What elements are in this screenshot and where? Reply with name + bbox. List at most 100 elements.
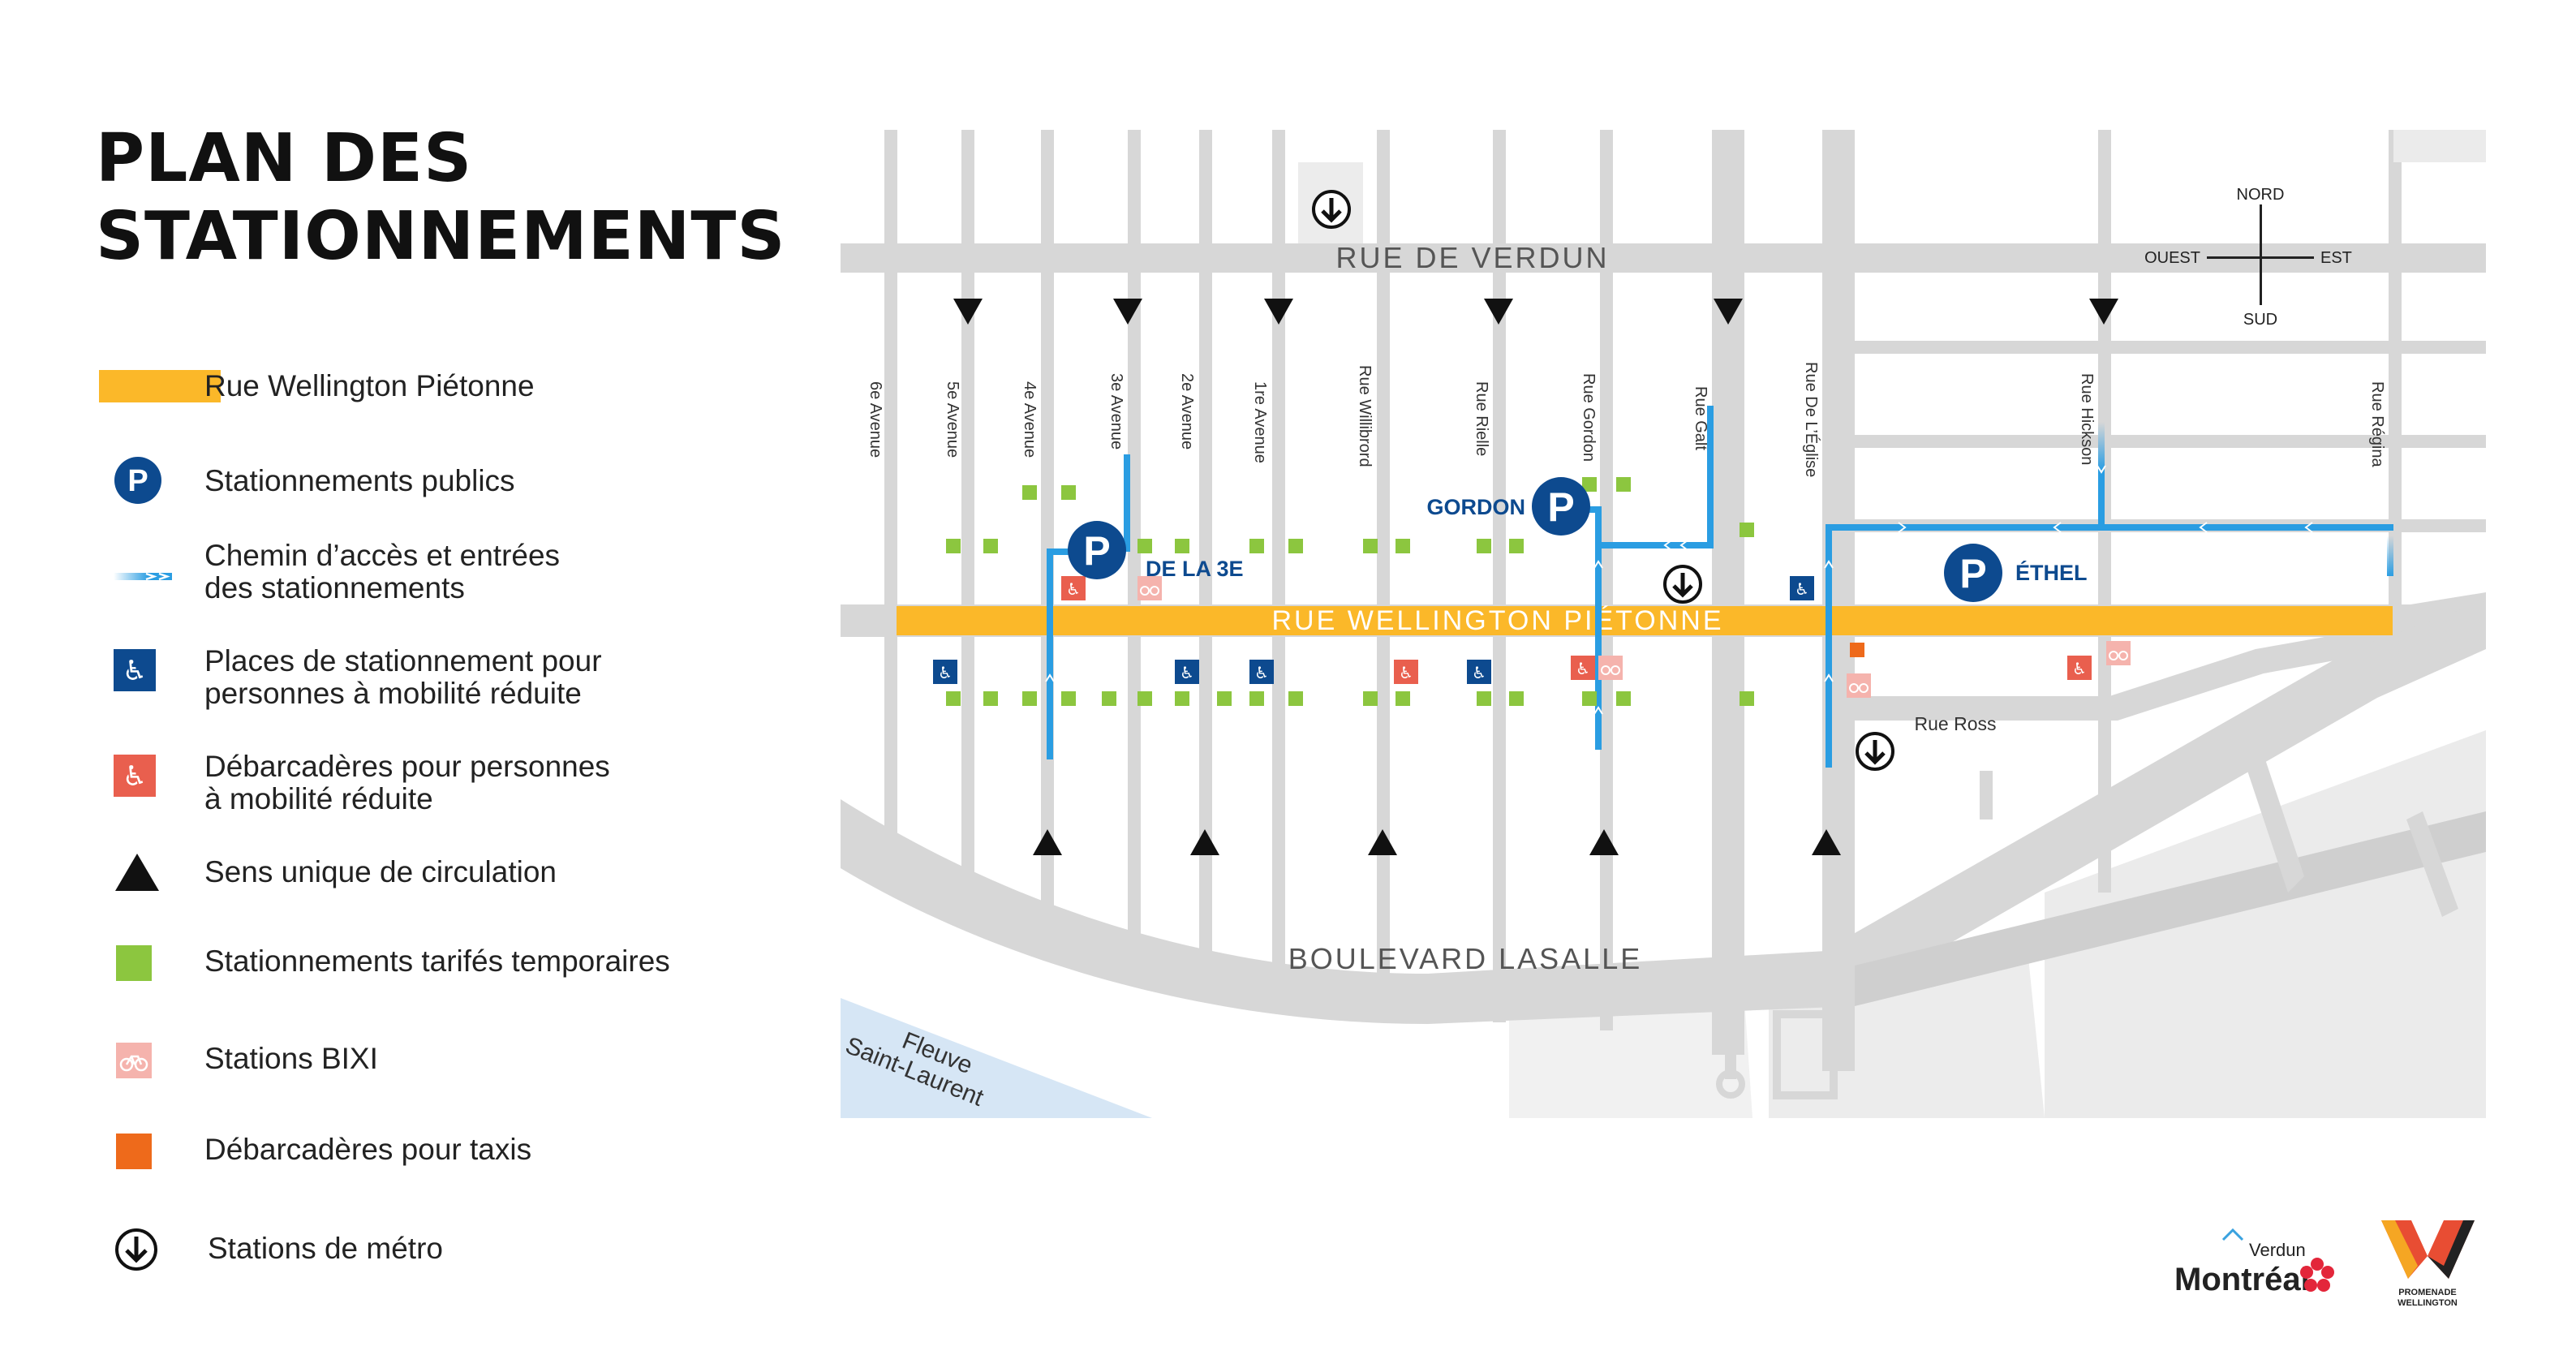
label-rue-galt: Rue Galt bbox=[1692, 386, 1709, 450]
label-rue-gordon: Rue Gordon bbox=[1580, 373, 1598, 462]
svg-text:P: P bbox=[1083, 528, 1110, 574]
one-way-arrow-icon bbox=[2089, 299, 2118, 325]
svg-text:♿: ♿ bbox=[1254, 663, 1269, 682]
taxi-marker bbox=[1850, 643, 1864, 657]
logo-promenade-2: WELLINGTON bbox=[2398, 1298, 2458, 1308]
one-way-arrow-icon bbox=[1033, 829, 1062, 855]
lower-block-3 bbox=[1509, 998, 1752, 1118]
accessible-dropoff-icon: ♿ bbox=[114, 755, 156, 797]
label-rue-hickson: Rue Hickson bbox=[2078, 373, 2096, 465]
accessible-dropoff-markers: ♿ ♿ ♿ ♿ bbox=[1061, 576, 2092, 684]
verdun-montreal-logo: Verdun Montréal bbox=[2174, 1228, 2334, 1297]
svg-text:♿: ♿ bbox=[1399, 663, 1413, 682]
legend-label-1: Chemin d’accès et entrées bbox=[204, 539, 561, 572]
svg-text:♿: ♿ bbox=[1795, 579, 1809, 599]
label-3e-avenue: 3e Avenue bbox=[1107, 373, 1125, 450]
svg-text:♿: ♿ bbox=[1472, 663, 1486, 682]
legend-label-1: Places de stationnement pour bbox=[204, 644, 602, 678]
lasalle-label: BOULEVARD LASALLE bbox=[1288, 942, 1643, 975]
label-5e-avenue: 5e Avenue bbox=[944, 381, 961, 458]
one-way-arrow-icon bbox=[1714, 299, 1743, 325]
svg-text:P: P bbox=[127, 464, 148, 498]
label-4e-avenue: 4e Avenue bbox=[1021, 381, 1039, 458]
logo-verdun: Verdun bbox=[2249, 1240, 2306, 1260]
legend-item-accessible-parking: ♿ Places de stationnement pour personnes… bbox=[114, 644, 602, 710]
label-rue-rielle: Rue Rielle bbox=[1473, 381, 1490, 456]
legend-label: Stations BIXI bbox=[204, 1042, 378, 1075]
metro-icon bbox=[1856, 732, 1894, 771]
label-6e-avenue: 6e Avenue bbox=[867, 381, 884, 458]
svg-text:♿: ♿ bbox=[1180, 663, 1194, 682]
logo-promenade-1: PROMENADE bbox=[2398, 1288, 2457, 1297]
label-rue-regina: Rue Régina bbox=[2368, 381, 2386, 468]
legend-label-1: Débarcadères pour personnes bbox=[204, 750, 610, 783]
svg-text:♿: ♿ bbox=[123, 760, 147, 793]
one-way-arrow-icon bbox=[1812, 829, 1841, 855]
access-path-arrows bbox=[1045, 465, 2313, 715]
metro-icon bbox=[1312, 190, 1351, 229]
one-way-arrow-icon bbox=[1484, 299, 1513, 325]
legend-label-2: à mobilité réduite bbox=[204, 782, 433, 815]
parking-lot-ethel: P ÉTHEL bbox=[1944, 544, 2088, 602]
one-way-arrow-icon bbox=[1368, 829, 1397, 855]
svg-text:♿: ♿ bbox=[1576, 659, 1590, 678]
parking-lot-gordon: P GORDON bbox=[1427, 477, 1590, 536]
compass: NORD SUD OUEST EST bbox=[2144, 186, 2352, 329]
svg-text:P: P bbox=[1547, 484, 1574, 530]
metro-icon bbox=[115, 1228, 157, 1271]
one-way-arrows bbox=[953, 299, 2118, 855]
parking-icon bbox=[1532, 477, 1590, 536]
legend-label: Stationnements tarifés temporaires bbox=[204, 944, 670, 978]
legend-item-accessible-dropoff: ♿ Débarcadères pour personnes à mobilité… bbox=[114, 750, 610, 815]
compass-south: SUD bbox=[2243, 311, 2277, 329]
one-way-arrow-icon bbox=[1113, 299, 1142, 325]
parking-lot-de-la-3e: P DE LA 3E bbox=[1068, 521, 1244, 581]
legend-label: Rue Wellington Piétonne bbox=[204, 369, 535, 402]
ross-label: Rue Ross bbox=[1915, 713, 1997, 734]
cross-street-labels: 6e Avenue 5e Avenue 4e Avenue 3e Avenue … bbox=[867, 362, 2386, 477]
parking-label: ÉTHEL bbox=[2015, 560, 2088, 585]
label-rue-de-leglise: Rue De L’Église bbox=[1802, 362, 1821, 477]
page-title: PLAN DES STATIONNEMENTS bbox=[96, 120, 785, 276]
svg-text:♿: ♿ bbox=[938, 663, 953, 682]
rue-wellington-pietonne bbox=[897, 606, 2393, 635]
orange-bar-icon bbox=[99, 370, 221, 402]
compass-west: OUEST bbox=[2144, 249, 2200, 267]
legend-item-one-way: Sens unique de circulation bbox=[114, 852, 557, 894]
verdun-label: RUE DE VERDUN bbox=[1335, 241, 1609, 274]
compass-north: NORD bbox=[2237, 186, 2285, 204]
lower-block bbox=[2045, 730, 2486, 1118]
one-way-arrow-icon bbox=[1264, 299, 1293, 325]
access-path-icon bbox=[114, 572, 172, 581]
parking-icon: P bbox=[114, 457, 161, 504]
parking-icon bbox=[1944, 544, 2002, 602]
bixi-icon bbox=[116, 1043, 152, 1078]
title-line-2: STATIONNEMENTS bbox=[96, 198, 786, 275]
parking-label: GORDON bbox=[1427, 495, 1526, 519]
green-square-icon bbox=[116, 945, 152, 981]
legend-label-2: personnes à mobilité réduite bbox=[204, 677, 582, 710]
legend-item-taxi: Débarcadères pour taxis bbox=[114, 1131, 531, 1173]
parking-label: DE LA 3E bbox=[1146, 557, 1244, 581]
svg-text:♿: ♿ bbox=[123, 655, 147, 687]
boulevard-lasalle bbox=[841, 799, 1855, 1024]
legend-item-metro: Stations de métro bbox=[114, 1227, 443, 1272]
bixi-markers bbox=[1137, 576, 2131, 698]
label-1re-avenue: 1re Avenue bbox=[1251, 381, 1269, 463]
compass-east: EST bbox=[2320, 249, 2352, 267]
accessible-parking-icon: ♿ bbox=[114, 649, 156, 691]
legend-item-bixi: Stations BIXI bbox=[114, 1040, 378, 1082]
legend-label: Stationnements publics bbox=[204, 464, 515, 497]
legend-item-paid-parking: Stationnements tarifés temporaires bbox=[114, 943, 670, 985]
access-paths bbox=[1047, 406, 2393, 768]
metro-stations bbox=[1312, 190, 1894, 771]
one-way-arrow-icon bbox=[1190, 829, 1219, 855]
montreal-rose-icon bbox=[2300, 1258, 2334, 1292]
legend-label: Sens unique de circulation bbox=[204, 855, 557, 888]
paid-parking-markers bbox=[946, 477, 1754, 706]
svg-text:♿: ♿ bbox=[1066, 579, 1081, 599]
one-way-arrow-icon bbox=[115, 854, 159, 891]
legend-label: Débarcadères pour taxis bbox=[204, 1133, 532, 1166]
one-way-arrow-icon bbox=[1589, 829, 1619, 855]
